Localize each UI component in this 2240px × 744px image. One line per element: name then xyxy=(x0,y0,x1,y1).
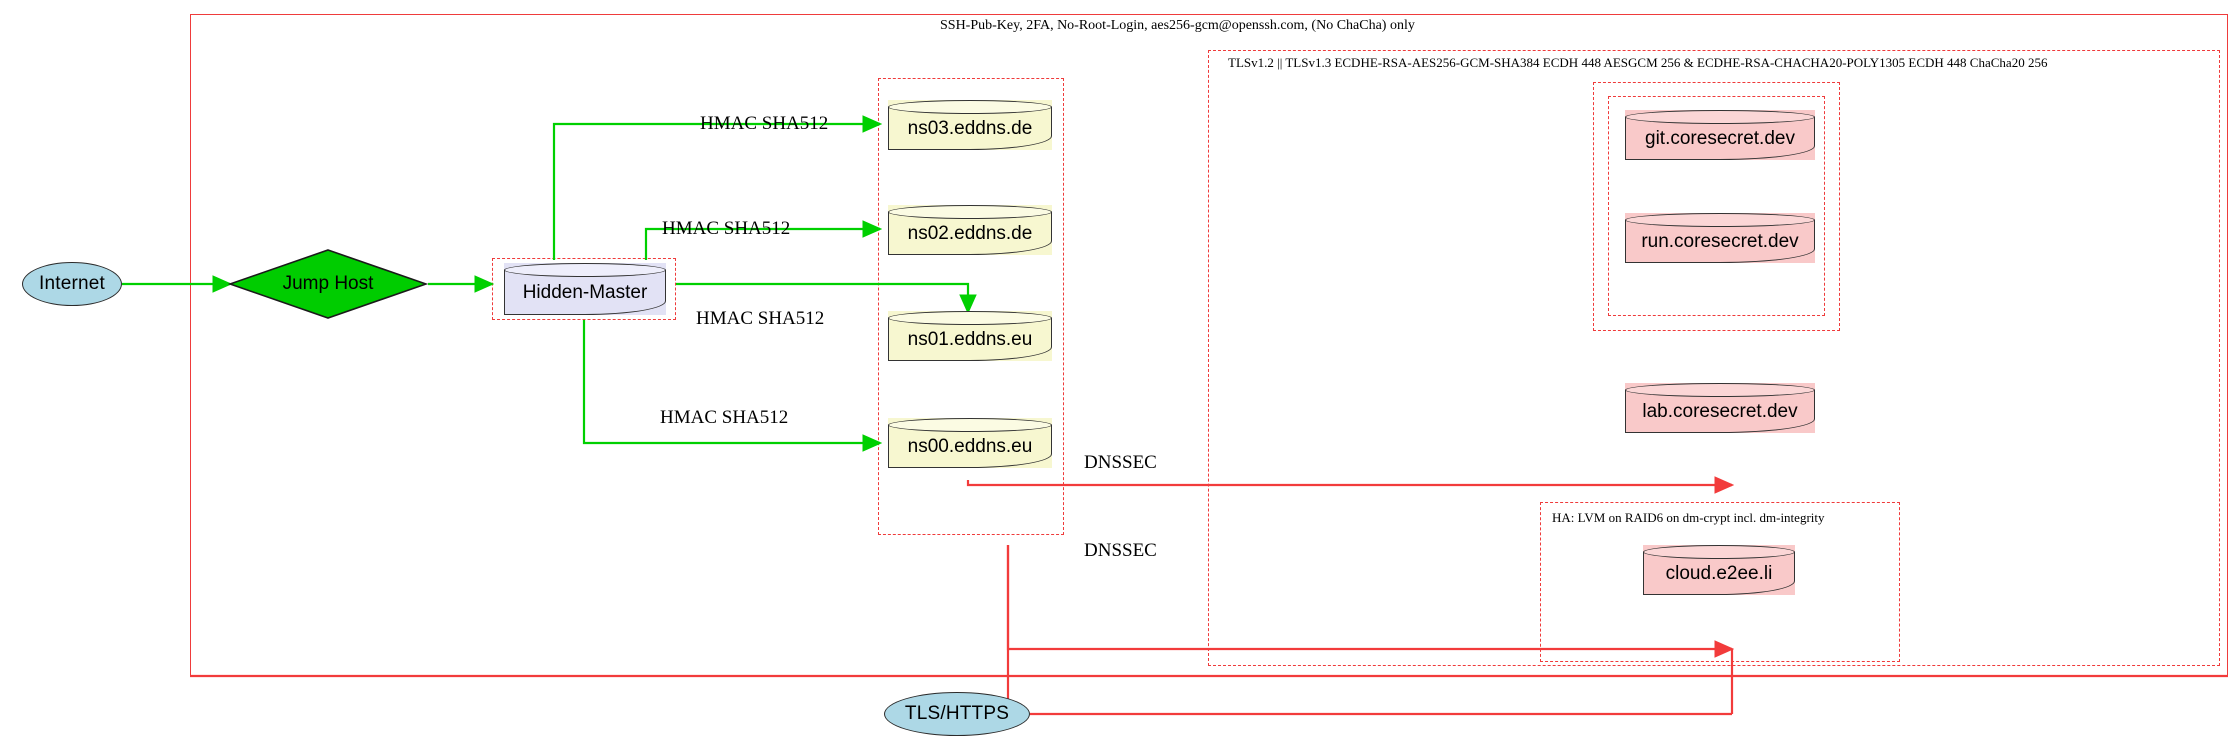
edge-label-hmac-3: HMAC SHA512 xyxy=(696,308,825,329)
node-ns02[interactable]: ns02.eddns.de xyxy=(888,205,1052,255)
annotation-tls: TLSv1.2 || TLSv1.3 ECDHE-RSA-AES256-GCM-… xyxy=(1228,55,2048,70)
cylinder-body xyxy=(1643,552,1795,595)
node-jump-host[interactable]: Jump Host xyxy=(227,248,429,320)
cluster-coresecret xyxy=(1593,82,1840,331)
node-lab-coresecret[interactable]: lab.coresecret.dev xyxy=(1625,383,1815,433)
cylinder-body xyxy=(888,107,1052,150)
edge-label-dnssec-2: DNSSEC xyxy=(1084,540,1157,561)
cylinder-cap xyxy=(1625,110,1815,124)
node-hidden-master[interactable]: Hidden-Master xyxy=(504,263,666,315)
cylinder-body xyxy=(1625,390,1815,433)
hidden-master-label: Hidden-Master xyxy=(522,281,648,303)
cylinder-cap xyxy=(888,100,1052,114)
node-ns01[interactable]: ns01.eddns.eu xyxy=(888,311,1052,361)
ns00-label: ns00.eddns.eu xyxy=(907,435,1033,457)
cylinder-cap xyxy=(504,263,666,277)
diamond-shape xyxy=(227,249,429,319)
cylinder-cap xyxy=(888,311,1052,325)
node-run-coresecret[interactable]: run.coresecret.dev xyxy=(1625,213,1815,263)
node-ns00[interactable]: ns00.eddns.eu xyxy=(888,418,1052,468)
cylinder-cap xyxy=(1625,213,1815,227)
run-label: run.coresecret.dev xyxy=(1641,230,1799,252)
annotation-ssh: SSH-Pub-Key, 2FA, No-Root-Login, aes256-… xyxy=(940,18,1415,33)
node-internet[interactable]: Internet xyxy=(22,262,122,306)
cluster-tls xyxy=(1208,50,2220,666)
ns01-label: ns01.eddns.eu xyxy=(907,328,1033,350)
cylinder-cap xyxy=(1625,383,1815,397)
edge-label-hmac-2: HMAC SHA512 xyxy=(662,218,791,239)
edge-label-dnssec-1: DNSSEC xyxy=(1084,452,1157,473)
lab-label: lab.coresecret.dev xyxy=(1642,400,1798,422)
node-ns03[interactable]: ns03.eddns.de xyxy=(888,100,1052,150)
git-label: git.coresecret.dev xyxy=(1645,127,1795,149)
node-git-coresecret[interactable]: git.coresecret.dev xyxy=(1625,110,1815,160)
cloud-label: cloud.e2ee.li xyxy=(1665,562,1773,584)
annotation-ha: HA: LVM on RAID6 on dm-crypt incl. dm-in… xyxy=(1552,510,1825,525)
edge-label-hmac-1: HMAC SHA512 xyxy=(700,113,829,134)
node-tls-https[interactable]: TLS/HTTPS xyxy=(884,692,1030,736)
cluster-coresecret-inner xyxy=(1608,96,1825,316)
ns03-label: ns03.eddns.de xyxy=(907,117,1033,139)
cluster-dns-zone xyxy=(878,78,1064,535)
cluster-ha xyxy=(1540,502,1900,662)
ns02-label: ns02.eddns.de xyxy=(907,222,1033,244)
edge-label-hmac-4: HMAC SHA512 xyxy=(660,407,789,428)
cylinder-cap xyxy=(1643,545,1795,559)
cylinder-cap xyxy=(888,205,1052,219)
cylinder-cap xyxy=(888,418,1052,432)
node-cloud-e2ee[interactable]: cloud.e2ee.li xyxy=(1643,545,1795,595)
